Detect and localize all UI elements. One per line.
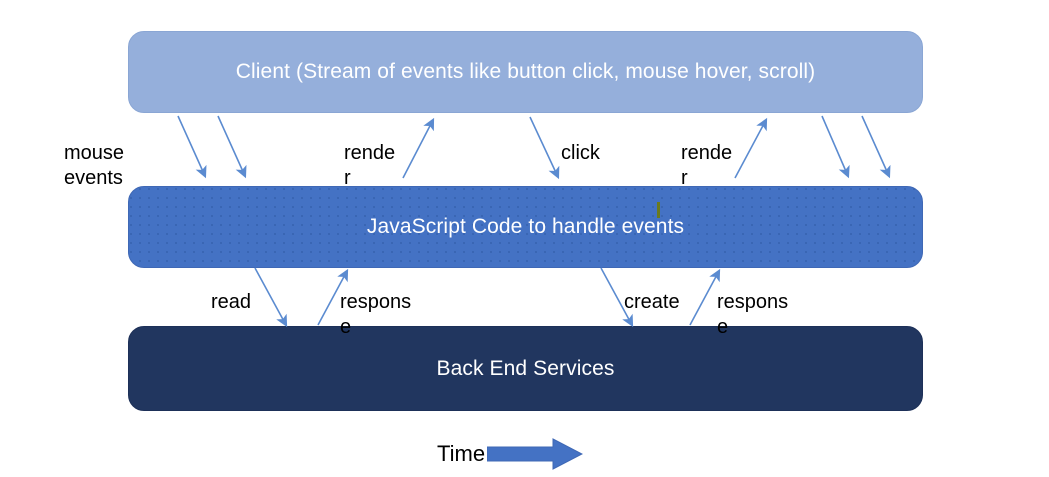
arrow-response-2 <box>689 268 721 326</box>
arrow-click <box>529 116 560 180</box>
lane-client-label: Client (Stream of events like button cli… <box>235 60 816 83</box>
lane-javascript[interactable]: JavaScript Code to handle events <box>128 186 923 268</box>
arrow-mouse-events-2 <box>217 115 247 179</box>
lane-client[interactable]: Client (Stream of events like button cli… <box>128 31 923 113</box>
text-cursor-artifact <box>657 202 660 218</box>
lane-backend-services[interactable]: Back End Services <box>128 326 923 411</box>
arrow-render-1 <box>402 117 435 179</box>
arrow-mouse-events-1 <box>177 115 207 179</box>
arrow-render-2 <box>734 117 768 179</box>
lane-backend-label: Back End Services <box>436 356 615 380</box>
arrow-read <box>254 267 288 328</box>
lane-javascript-label: JavaScript Code to handle events <box>366 215 685 238</box>
time-axis-label: Time <box>437 441 486 466</box>
label-mouse-events: mouse events <box>64 142 125 189</box>
label-click: click <box>561 142 600 164</box>
label-render-2: rende r <box>681 142 733 189</box>
arrow-client-to-js-4 <box>861 115 891 179</box>
time-arrow-icon <box>487 438 583 470</box>
arrow-client-to-js-3 <box>821 115 850 179</box>
label-read: read <box>211 291 252 313</box>
label-response-1: respons e <box>340 291 412 338</box>
label-response-2: respons e <box>717 291 789 338</box>
label-create: create <box>624 291 680 313</box>
label-render-1: rende r <box>344 142 396 189</box>
